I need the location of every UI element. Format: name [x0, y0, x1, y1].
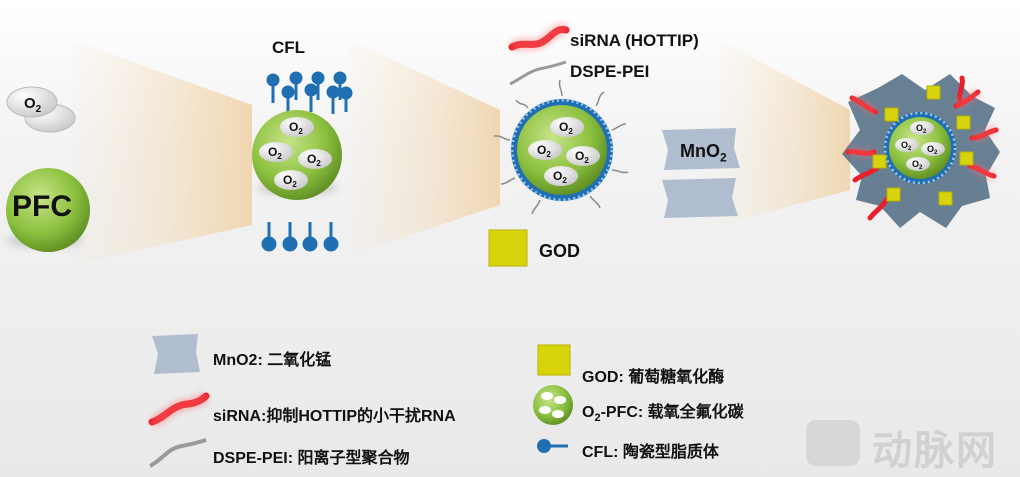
cfl-o2-bubbles: O2 O2 O2 O2: [259, 117, 332, 190]
legend-cfl-icon: [537, 439, 568, 453]
arrow-beam-1: [72, 40, 252, 265]
svg-text:O2: O2: [901, 140, 912, 152]
pfc-label: PFC: [12, 190, 72, 223]
arrow-beam-2: [350, 40, 500, 255]
legend-o2pfc-text: O2-PFC: 载氧全氟化碳: [582, 404, 744, 425]
cfl-lipids-bottom: [261, 222, 339, 252]
cfl-core-sphere: [252, 110, 342, 200]
svg-text:O2: O2: [912, 159, 923, 171]
legend-god-icon: [537, 344, 571, 376]
legend-god-text: GOD: 葡萄糖氧化酶: [582, 369, 725, 386]
god-top-square: [488, 229, 528, 267]
legend-dspe-icon: [149, 438, 207, 468]
legend-mno2-icon: [152, 334, 200, 374]
svg-text:O2: O2: [916, 123, 927, 135]
arrow-beam-3: [720, 40, 850, 225]
mno2-sheets: [662, 128, 740, 218]
dspe-top-label: DSPE-PEI: [570, 62, 650, 81]
svg-text:O2: O2: [927, 144, 938, 156]
coated-nanoparticle: O2 O2 O2 O2: [493, 79, 629, 215]
cfl-label: CFL: [272, 38, 306, 57]
legend-mno2-text: MnO2: 二氧化锰: [213, 352, 332, 369]
mno2-label: MnO2: [680, 141, 727, 165]
god-top-label: GOD: [539, 241, 581, 261]
o2-molecule: O2: [6, 86, 76, 133]
final-nanoparticle: O2 O2 O2 O2: [842, 74, 1000, 228]
watermark-text: 动脉网: [872, 428, 998, 474]
sirna-top-label: siRNA (HOTTIP): [570, 31, 699, 50]
watermark-logo: [806, 420, 860, 466]
legend-dspe-text: DSPE-PEI: 阳离子型聚合物: [213, 450, 410, 467]
pfc-sphere: [6, 168, 90, 252]
legend-cfl-text: CFL: 陶瓷型脂质体: [582, 444, 719, 461]
cfl-lipids-top: [266, 71, 353, 114]
dspe-top-icon: [509, 60, 567, 86]
legend-o2pfc-icon: [533, 385, 573, 425]
legend-sirna-text: siRNA:抑制HOTTIP的小干扰RNA: [213, 408, 456, 425]
